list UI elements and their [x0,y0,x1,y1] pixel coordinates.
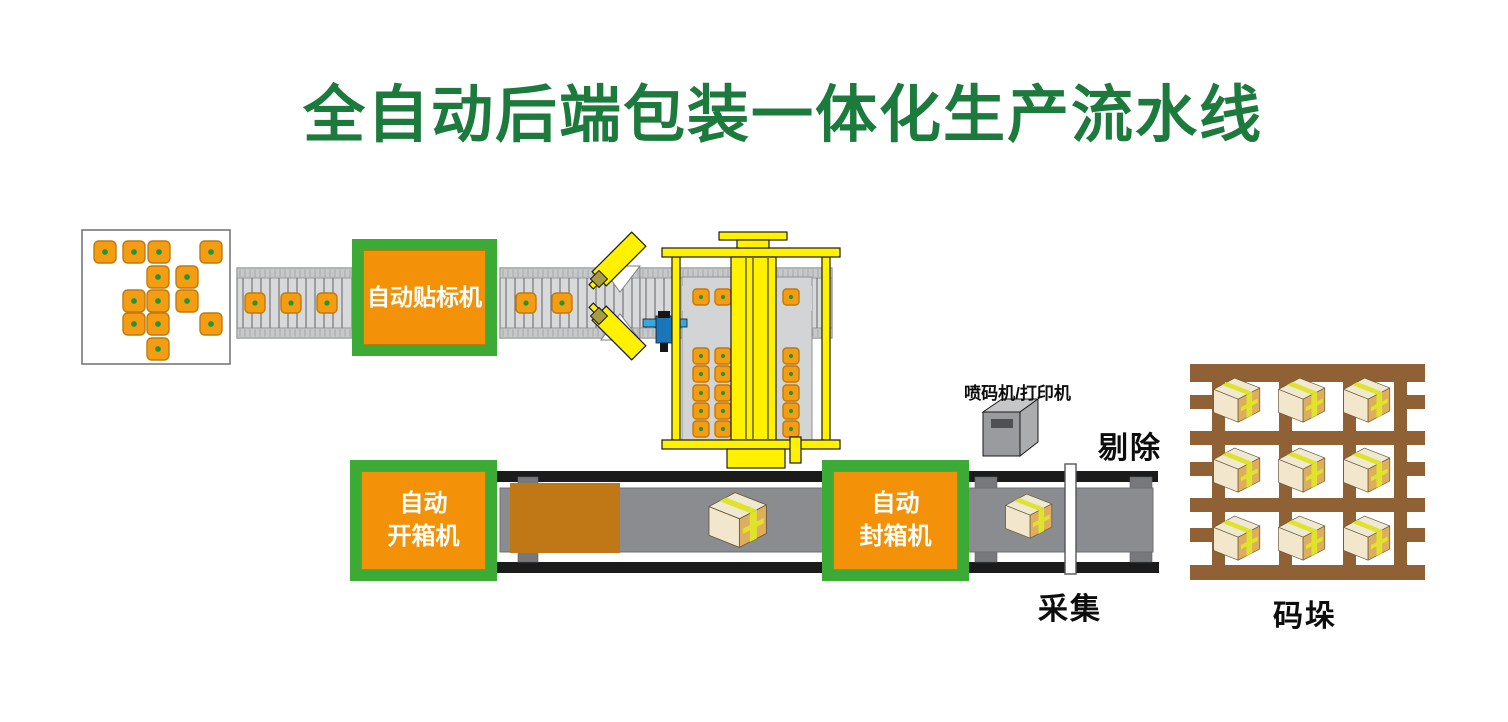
collection-gate [1064,463,1077,575]
product-package [515,292,537,314]
pallet-stub [1403,395,1425,409]
pallet-rail [1190,498,1425,512]
sensor-cap [658,311,670,318]
carton-opening-machine-station: 自动 开箱机 [350,460,497,581]
product-package [782,365,800,383]
machine-cap [718,231,788,241]
pallet-rail [1190,364,1425,382]
product-package [692,365,710,383]
product-package [175,289,199,313]
sensor [642,311,688,352]
machine-foot-bar [661,439,841,450]
product-package [714,365,732,383]
product-package [122,312,146,336]
machine-post [671,256,681,441]
pallet-stub [1190,462,1212,476]
case-packer-machine [661,231,841,469]
inkjet-printer-label: 喷码机/打印机 [964,384,1071,403]
product-package [175,265,199,289]
pallet-stub [1190,528,1212,542]
product-package [199,312,223,336]
product-package [782,402,800,420]
machine-crossbar [661,247,841,258]
product-package [146,312,170,336]
product-package [146,265,170,289]
pallet-rail [1190,565,1425,580]
product-package [782,288,800,306]
diverter-tip [589,306,609,326]
roller-support [974,476,998,490]
diverter-guides [588,231,647,361]
page-title: 全自动后端包装一体化生产流水线 [302,81,1263,150]
product-package [122,240,146,264]
product-package [782,347,800,365]
product-package [93,240,117,264]
machine-side-piece [789,436,802,464]
labeling-machine-label: 自动贴标机 [363,250,486,345]
product-package [146,289,170,313]
roller-support [1129,550,1153,563]
product-package [782,420,800,438]
roller-support [974,550,998,563]
collect-label: 采集 [1038,593,1102,626]
product-package [714,402,732,420]
product-package [244,292,266,314]
machine-post [821,256,831,441]
product-package [714,420,732,438]
pallet-stub [1190,395,1212,409]
pallet-stub [1403,462,1425,476]
printer-slot [991,419,1013,428]
product-package [714,347,732,365]
product-package [146,337,170,361]
product-package [692,347,710,365]
sensor-foot [660,343,668,352]
product-package [692,288,710,306]
product-package [714,288,732,306]
product-package [551,292,573,314]
product-package [692,420,710,438]
pallet-stub [1403,528,1425,542]
roller-support [1129,476,1153,490]
machine-neck [736,239,770,249]
inkjet-printer [981,398,1040,458]
product-package [692,402,710,420]
product-package [147,240,171,264]
printer-front [982,411,1021,457]
palletize-label: 码垛 [1273,600,1337,633]
pallet-stack [1190,364,1425,580]
pallet-rail [1190,431,1425,445]
carton-sealing-machine-station: 自动 封箱机 [822,460,969,581]
diverter-tip [589,269,609,289]
product-staging-area [81,229,231,365]
product-package [714,384,732,402]
reject-label: 剔除 [1098,432,1162,465]
product-package [692,384,710,402]
product-package [782,384,800,402]
machine-base [726,448,786,469]
product-package [316,292,338,314]
sensor-body [655,315,673,344]
labeling-machine-station: 自动贴标机 [352,239,497,356]
product-package [280,292,302,314]
product-package [199,240,223,264]
pallet-post [1394,364,1407,580]
product-package [122,289,146,313]
carton-sealing-machine-label: 自动 封箱机 [833,471,958,570]
carton-opening-machine-label: 自动 开箱机 [361,471,486,570]
carton-blank [510,483,620,553]
